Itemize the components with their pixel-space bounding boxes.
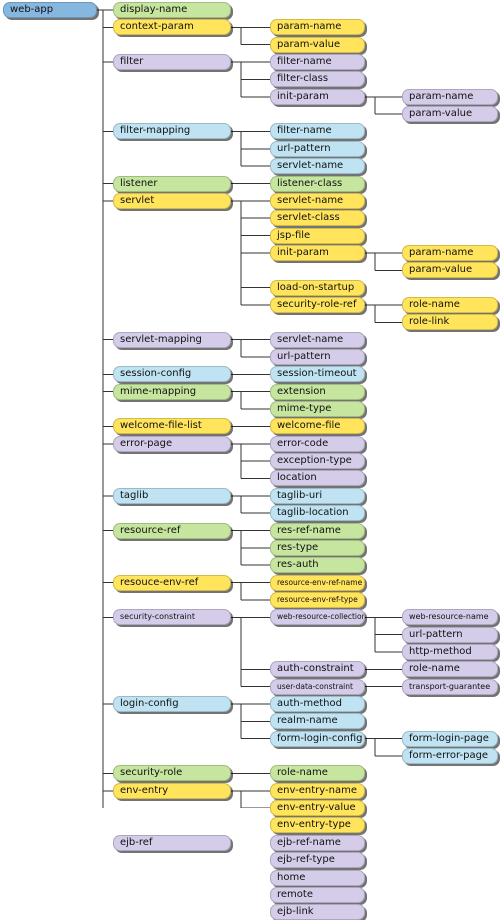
level2-node-filter-name: filter-name — [270, 54, 365, 71]
level2-node-resource-env-ref-name: resource-env-ref-name — [270, 574, 365, 591]
level2-node-exception-type: exception-type — [270, 453, 365, 470]
level2-node-form-login-config: form-login-config — [270, 730, 365, 747]
level2-node-env-entry-type: env-entry-type — [270, 817, 365, 834]
level2-node-servlet-class: servlet-class — [270, 210, 365, 227]
level3-node-web-resource-name: web-resource-name — [402, 609, 498, 626]
level1-node-taglib: taglib — [113, 487, 231, 504]
level2-node-param-value: param-value — [270, 36, 365, 53]
level2-node-auth-constraint: auth-constraint — [270, 661, 365, 678]
level1-node-context-param: context-param — [113, 19, 231, 36]
level2-node-listener-class: listener-class — [270, 175, 365, 192]
level3-node-param-name: param-name — [402, 88, 498, 105]
level2-node-mime-type: mime-type — [270, 401, 365, 418]
level1-node-error-page: error-page — [113, 435, 231, 452]
level2-node-jsp-file: jsp-file — [270, 227, 365, 244]
level1-node-mime-mapping: mime-mapping — [113, 383, 231, 400]
level2-node-res-type: res-type — [270, 539, 365, 556]
level1-node-ejb-ref: ejb-ref — [113, 834, 231, 851]
level1-node-servlet: servlet — [113, 192, 231, 209]
level1-node-session-config: session-config — [113, 366, 231, 383]
level2-node-load-on-startup: load-on-startup — [270, 279, 365, 296]
level3-node-role-name: role-name — [402, 296, 498, 313]
level2-node-ejb-ref-name: ejb-ref-name — [270, 834, 365, 851]
level1-node-resource-ref: resource-ref — [113, 522, 231, 539]
level3-node-transport-guarantee: transport-guarantee — [402, 678, 498, 695]
level2-node-resource-env-ref-type: resource-env-ref-type — [270, 591, 365, 608]
level2-node-realm-name: realm-name — [270, 713, 365, 730]
level3-node-param-value: param-value — [402, 262, 498, 279]
level1-node-security-role: security-role — [113, 765, 231, 782]
level2-node-init-param: init-param — [270, 244, 365, 261]
level1-node-login-config: login-config — [113, 696, 231, 712]
level2-node-taglib-location: taglib-location — [270, 505, 365, 522]
level1-node-security-constraint: security-constraint — [113, 609, 231, 626]
level2-node-auth-method: auth-method — [270, 696, 365, 712]
root-node-web-app: web-app — [3, 2, 97, 18]
level2-node-role-name: role-name — [270, 765, 365, 782]
level3-node-http-method: http-method — [402, 643, 498, 660]
level3-node-param-value: param-value — [402, 106, 498, 123]
level2-node-url-pattern: url-pattern — [270, 140, 365, 157]
level3-node-role-name: role-name — [402, 661, 498, 678]
level2-node-security-role-ref: security-role-ref — [270, 296, 365, 313]
level2-node-init-param: init-param — [270, 88, 365, 105]
level2-node-ejb-ref-type: ejb-ref-type — [270, 852, 365, 869]
level2-node-res-auth: res-auth — [270, 557, 365, 574]
level1-node-welcome-file-list: welcome-file-list — [113, 418, 231, 435]
level2-node-remote: remote — [270, 886, 365, 903]
level3-node-url-pattern: url-pattern — [402, 626, 498, 643]
level2-node-servlet-name: servlet-name — [270, 192, 365, 209]
level2-node-session-timeout: session-timeout — [270, 366, 365, 383]
level1-node-filter-mapping: filter-mapping — [113, 123, 231, 140]
level2-node-servlet-name: servlet-name — [270, 158, 365, 175]
level2-node-user-data-constraint: user-data-constraint — [270, 678, 365, 695]
level2-node-extension: extension — [270, 383, 365, 400]
level2-node-url-pattern: url-pattern — [270, 349, 365, 365]
level2-node-filter-name: filter-name — [270, 123, 365, 140]
level1-node-listener: listener — [113, 175, 231, 192]
level3-node-form-login-page: form-login-page — [402, 730, 498, 747]
level1-node-resouce-env-ref: resouce-env-ref — [113, 574, 231, 591]
level2-node-home: home — [270, 869, 365, 886]
level2-node-ejb-link: ejb-link — [270, 904, 365, 920]
level2-node-servlet-name: servlet-name — [270, 331, 365, 348]
level2-node-location: location — [270, 470, 365, 487]
level2-node-env-entry-name: env-entry-name — [270, 782, 365, 799]
level3-node-form-error-page: form-error-page — [402, 748, 498, 765]
level1-node-display-name: display-name — [113, 2, 231, 18]
level2-node-welcome-file: welcome-file — [270, 418, 365, 435]
level3-node-param-name: param-name — [402, 244, 498, 261]
level2-node-taglib-uri: taglib-uri — [270, 487, 365, 504]
level2-node-param-name: param-name — [270, 19, 365, 36]
level1-node-env-entry: env-entry — [113, 782, 231, 799]
level3-node-role-link: role-link — [402, 314, 498, 331]
level1-node-filter: filter — [113, 54, 231, 71]
level2-node-filter-class: filter-class — [270, 71, 365, 88]
level1-node-servlet-mapping: servlet-mapping — [113, 331, 231, 348]
level2-node-env-entry-value: env-entry-value — [270, 800, 365, 817]
level2-node-res-ref-name: res-ref-name — [270, 522, 365, 539]
level2-node-error-code: error-code — [270, 435, 365, 452]
level2-node-web-resource-collection: web-resource-collection — [270, 609, 365, 626]
tree-connectors — [97, 9, 402, 808]
